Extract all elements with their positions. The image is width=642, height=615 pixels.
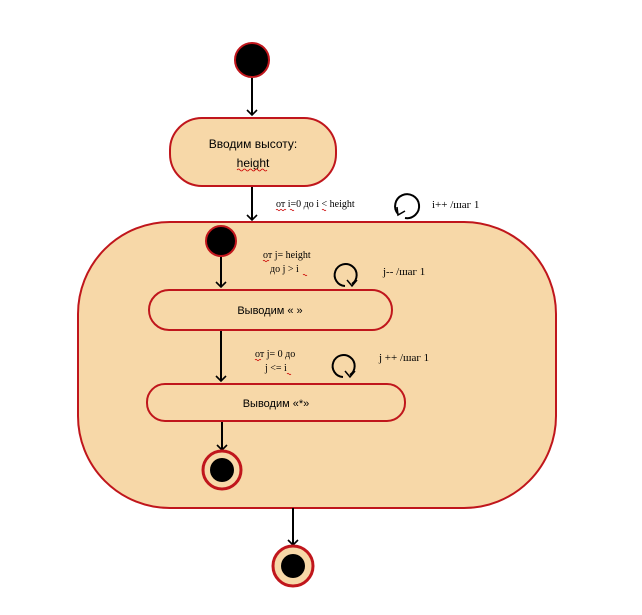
spellcheck-underline [236,168,268,172]
print-space-node [148,289,393,331]
inner-loop2-self-loop-icon [331,354,356,378]
loop-container [77,221,557,509]
inner-loop2-self-loop-arrowhead [344,370,356,379]
inner-loop2-step: j ++ /шаг 1 [378,352,429,364]
input-height-variable: height [237,156,270,170]
guard-squiggle [262,259,308,277]
inner-end-node [210,458,234,482]
guard-squiggle [275,208,327,212]
inner-loop1-guard-line1: от j= height [263,250,311,261]
inner-loop1-self-loop-icon [333,263,358,287]
guard-squiggle [254,358,292,376]
print-star-label: Выводим «*» [243,398,310,410]
inner-loop2-guard-line1: от j= 0 до [255,349,295,360]
print-space-label: Выводим « » [237,305,302,317]
inner-loop1-self-loop-arrowhead [346,279,358,288]
inner-loop1-guard-line2: до j > i [270,264,299,275]
input-height-label: Вводим высоту: [209,137,297,151]
inner-start-node [205,225,237,257]
input-height-node [169,117,337,187]
inner-loop2-guard-line2: j <= i [264,363,287,374]
end-node [281,554,305,578]
print-star-node [146,383,406,422]
outer-loop-guard: от i=0 до i < height [276,199,355,210]
start-node [234,42,270,78]
inner-loop1-step: j-- /шаг 1 [382,266,425,278]
outer-self-loop-arrowhead [396,206,406,217]
outer-loop-step: i++ /шаг 1 [432,199,479,211]
outer-self-loop-icon [394,193,421,220]
